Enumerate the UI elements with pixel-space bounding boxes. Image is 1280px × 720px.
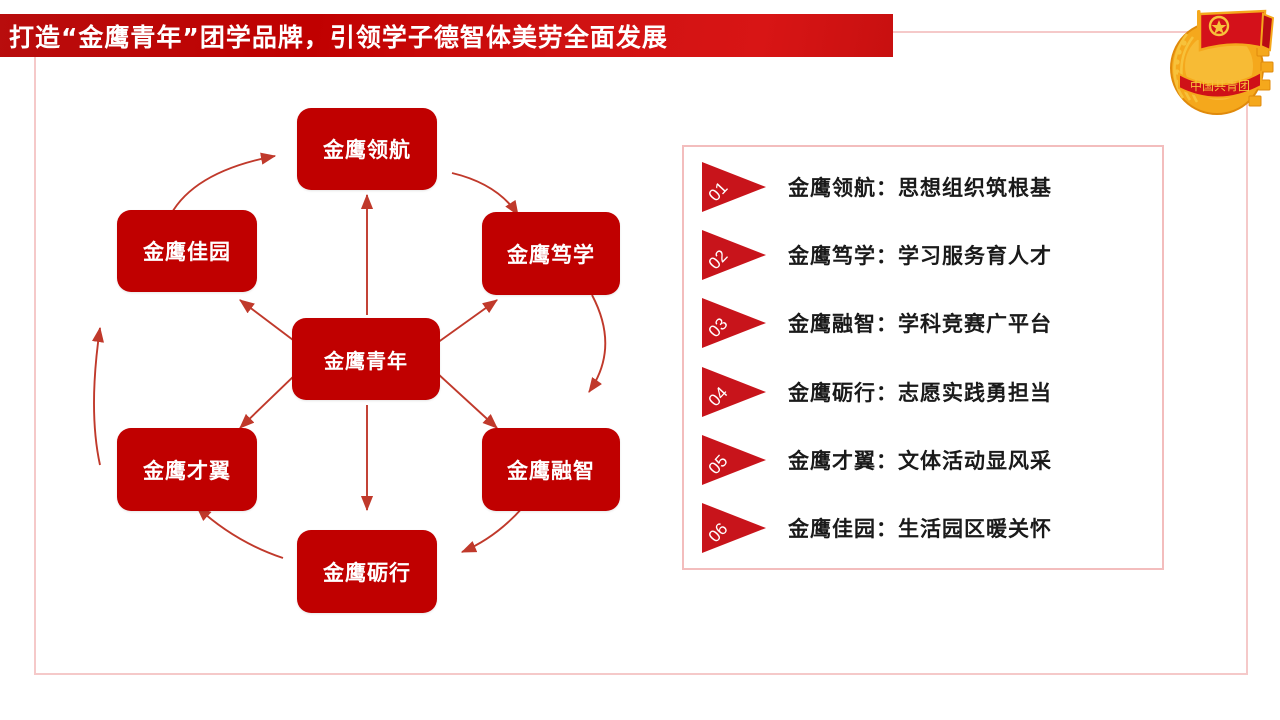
list-item[interactable]: 05 金鹰才翼：文体活动显风采 — [684, 429, 1162, 491]
list-item-text: 金鹰领航：思想组织筑根基 — [788, 176, 1052, 201]
diagram-node-label: 金鹰才翼 — [143, 458, 231, 483]
brand-items-panel: 01 金鹰领航：思想组织筑根基 02 金鹰笃学：学习服务育人才 03 金鹰融智：… — [682, 145, 1164, 570]
diagram-node-label: 金鹰佳园 — [143, 240, 231, 264]
numbered-triangle-marker: 03 — [698, 292, 772, 354]
brand-items-list: 01 金鹰领航：思想组织筑根基 02 金鹰笃学：学习服务育人才 03 金鹰融智：… — [684, 147, 1162, 568]
diagram-node-label: 金鹰领航 — [323, 138, 411, 162]
diagram-node-center[interactable]: 金鹰青年 — [292, 318, 440, 400]
brand-cycle-diagram: 金鹰青年 金鹰领航 金鹰笃学 金鹰融智 金鹰砺行 金鹰才翼 金鹰佳园 — [0, 60, 680, 680]
diagram-node-label: 金鹰砺行 — [323, 560, 411, 585]
page-title: 打造“金鹰青年”团学品牌，引领学子德智体美劳全面发展 — [9, 22, 668, 52]
numbered-triangle-marker: 05 — [698, 429, 772, 491]
numbered-triangle-marker: 04 — [698, 361, 772, 423]
list-item-text: 金鹰笃学：学习服务育人才 — [788, 244, 1052, 269]
numbered-triangle-marker: 02 — [698, 224, 772, 286]
numbered-triangle-marker: 06 — [698, 497, 772, 559]
list-item[interactable]: 06 金鹰佳园：生活园区暖关怀 — [684, 497, 1162, 559]
list-item-text: 金鹰佳园：生活园区暖关怀 — [788, 516, 1052, 541]
numbered-triangle-marker: 01 — [698, 156, 772, 218]
list-item[interactable]: 04 金鹰砺行：志愿实践勇担当 — [684, 361, 1162, 423]
diagram-node-center-label: 金鹰青年 — [324, 348, 408, 373]
list-item-text: 金鹰才翼：文体活动显风采 — [788, 448, 1052, 473]
emblem-ribbon-text: 中国共青团 — [1190, 78, 1250, 93]
diagram-connectors — [91, 152, 607, 559]
diagram-node-rongzhi[interactable]: 金鹰融智 — [482, 428, 620, 511]
list-item[interactable]: 01 金鹰领航：思想组织筑根基 — [684, 156, 1162, 218]
communist-youth-league-emblem: 中国共青团 — [1157, 2, 1277, 122]
diagram-node-lingheng[interactable]: 金鹰领航 — [297, 108, 437, 190]
diagram-node-caiyi[interactable]: 金鹰才翼 — [117, 428, 257, 511]
title-banner: 打造“金鹰青年”团学品牌，引领学子德智体美劳全面发展 — [0, 14, 893, 57]
list-item[interactable]: 02 金鹰笃学：学习服务育人才 — [684, 224, 1162, 286]
diagram-node-lixing[interactable]: 金鹰砺行 — [297, 530, 437, 613]
diagram-node-label: 金鹰笃学 — [507, 242, 595, 267]
list-item-text: 金鹰融智：学科竞赛广平台 — [788, 312, 1052, 337]
diagram-node-label: 金鹰融智 — [507, 458, 595, 483]
list-item-text: 金鹰砺行：志愿实践勇担当 — [788, 380, 1052, 405]
diagram-node-duxue[interactable]: 金鹰笃学 — [482, 212, 620, 295]
list-item[interactable]: 03 金鹰融智：学科竞赛广平台 — [684, 292, 1162, 354]
diagram-node-jiayuan[interactable]: 金鹰佳园 — [117, 210, 257, 292]
